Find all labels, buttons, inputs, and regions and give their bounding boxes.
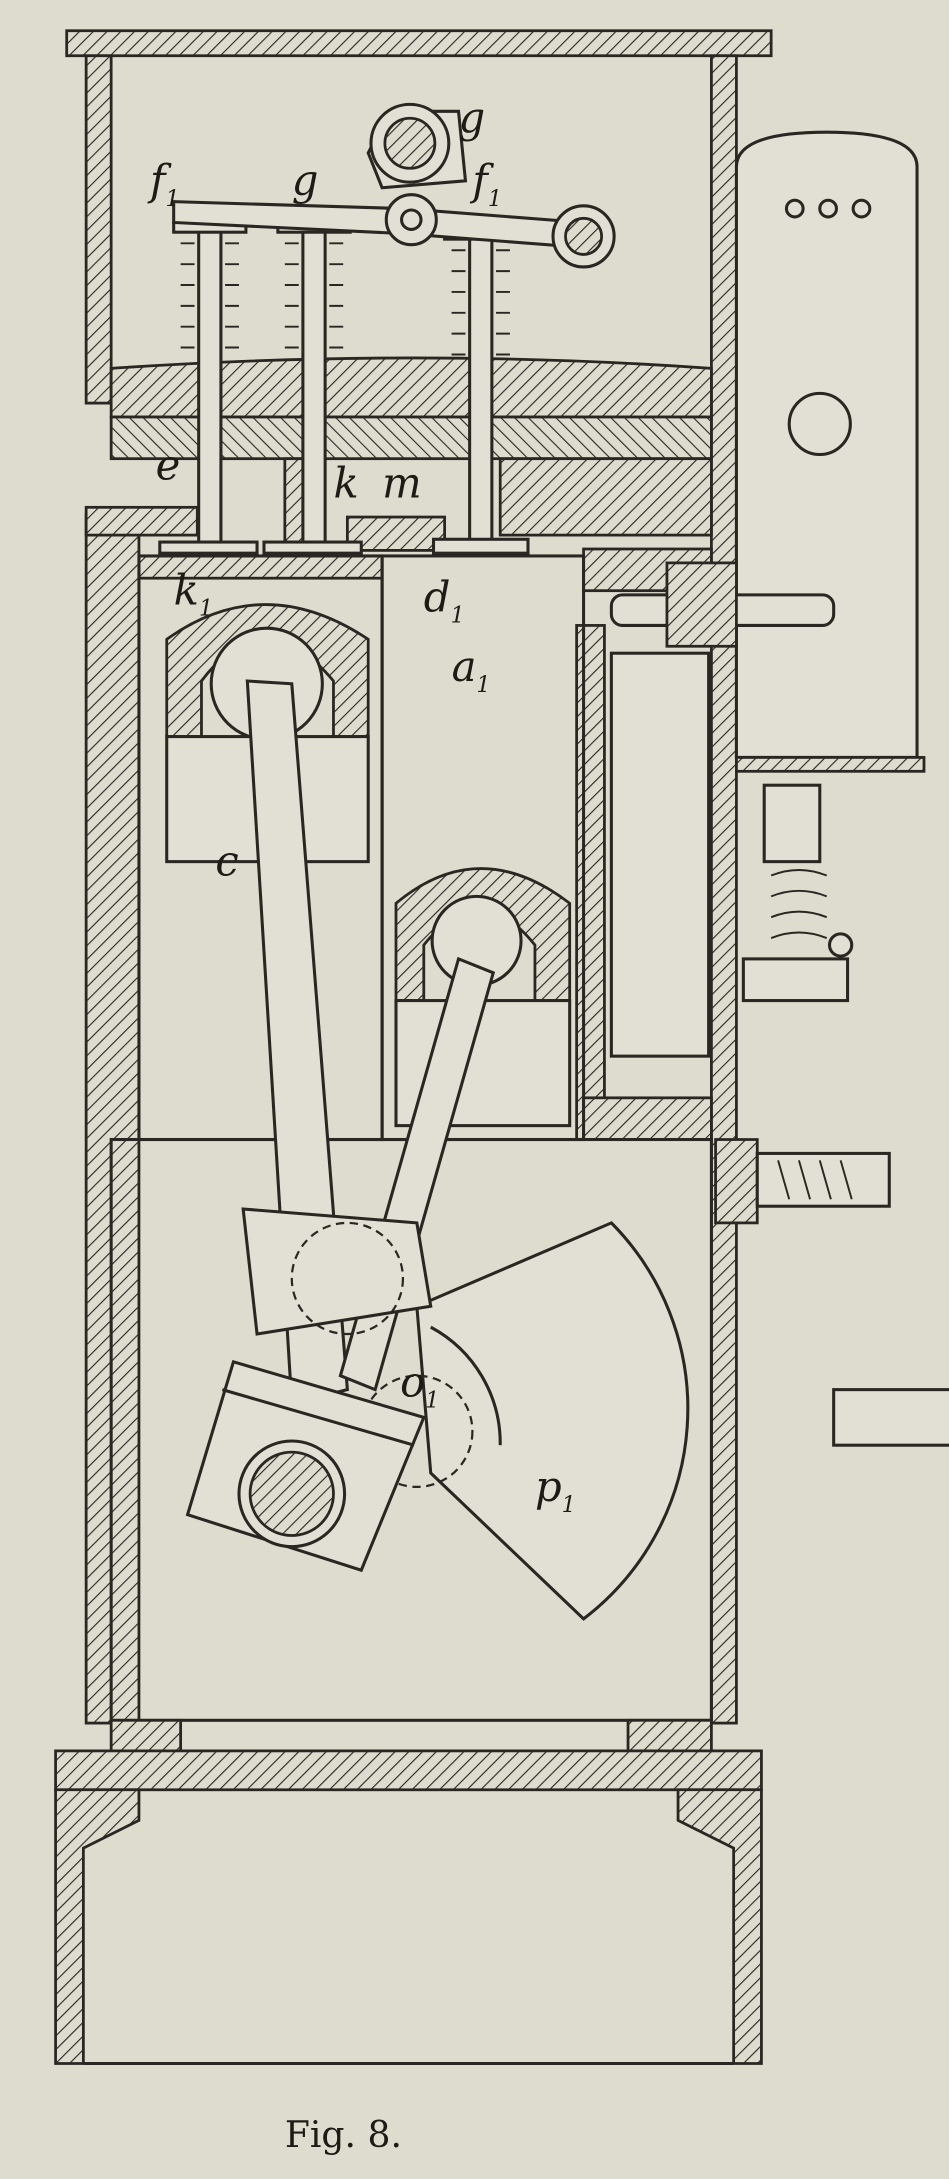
label-subscript: 1 xyxy=(476,672,490,698)
label-subscript: 1 xyxy=(199,596,213,622)
label-m: m xyxy=(382,459,422,508)
valve-assembly xyxy=(158,102,616,555)
valve-left xyxy=(158,220,259,555)
label-k: k xyxy=(333,459,358,508)
label-subscript: 1 xyxy=(450,603,464,629)
drain-plug xyxy=(755,1151,891,1208)
label-subscript: 1 xyxy=(165,186,179,212)
camshaft xyxy=(383,116,437,170)
label-d1: d1 xyxy=(424,573,465,629)
label-f-right: f1 xyxy=(469,156,502,212)
external-fittings xyxy=(609,130,949,1447)
label-subscript: 1 xyxy=(488,186,502,212)
label-g-left: g xyxy=(292,156,319,205)
sector-p1 xyxy=(415,1221,690,1621)
label-subscript: 1 xyxy=(562,1492,576,1518)
label-a1: a1 xyxy=(452,642,491,698)
engine-base xyxy=(54,1718,763,2066)
label-c: c xyxy=(215,837,238,886)
relief-valve xyxy=(762,783,822,864)
crankcase xyxy=(109,679,713,1722)
cylinders xyxy=(137,554,586,1142)
label-g-right: g xyxy=(459,93,486,142)
figure-caption: Fig. 8. xyxy=(285,2113,402,2156)
crankshaft xyxy=(248,1450,335,1537)
rocker-arm xyxy=(172,200,586,250)
label-e: e xyxy=(156,441,181,490)
label-subscript: 1 xyxy=(425,1388,439,1414)
label-f-left: f1 xyxy=(147,156,180,212)
engine-housing xyxy=(65,29,773,1725)
